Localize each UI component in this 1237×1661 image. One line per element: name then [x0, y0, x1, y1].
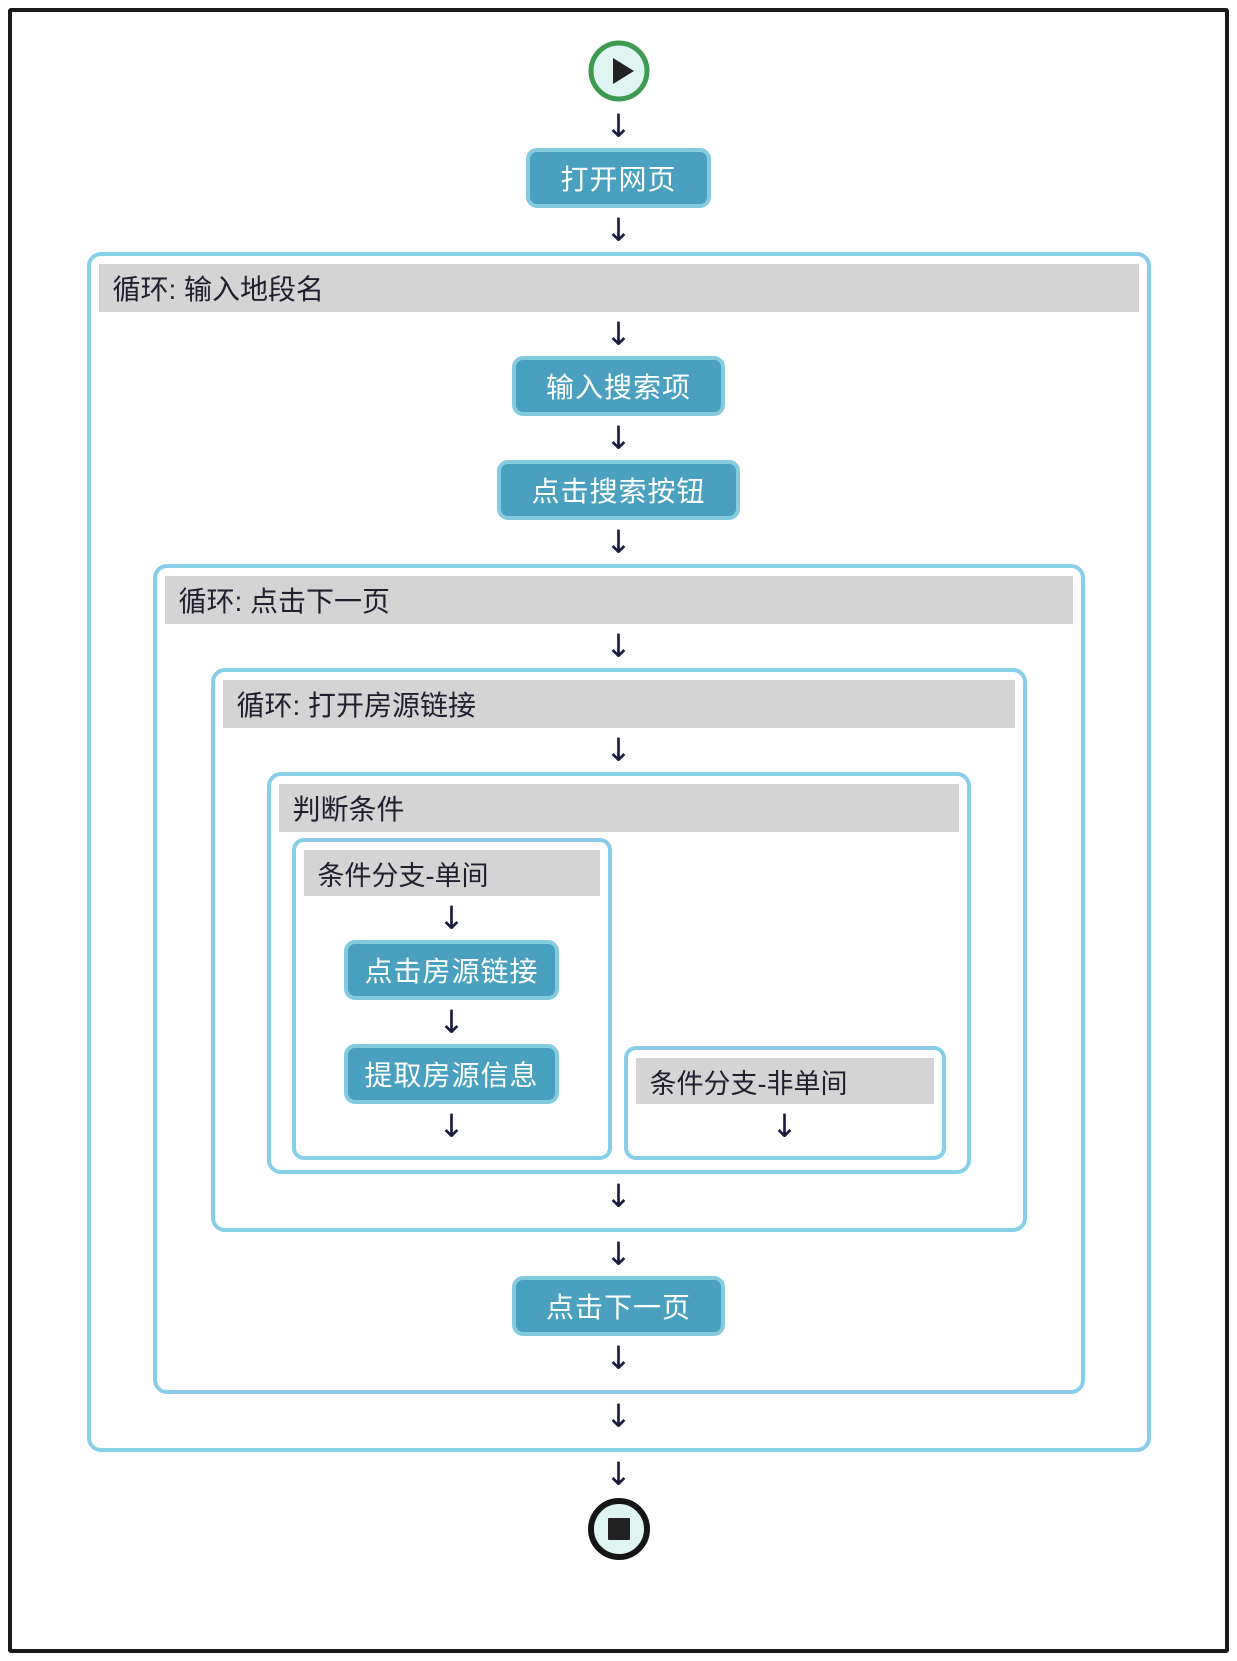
arrow-down-icon: ↓	[438, 1107, 465, 1145]
stop-icon	[587, 1498, 650, 1560]
loop-enter-district-header[interactable]: 循环: 输入地段名	[98, 264, 1139, 312]
step-click-listing-link[interactable]: 点击房源链接	[344, 940, 559, 1000]
loop-click-next-page-container: 循环: 点击下一页 ↓ 循环: 打开房源链接 ↓ 判断条件 条件分支-单间	[152, 564, 1085, 1394]
arrow-down-icon: ↓	[771, 1107, 798, 1145]
branch-non-single-room-header[interactable]: 条件分支-非单间	[635, 1058, 934, 1104]
condition-container: 判断条件 条件分支-单间 ↓ 点击房源链接 ↓ 提取房源信息 ↓	[266, 772, 971, 1174]
branch-single-room-header[interactable]: 条件分支-单间	[303, 850, 600, 896]
start-node[interactable]	[586, 38, 652, 104]
step-open-webpage[interactable]: 打开网页	[526, 148, 711, 208]
arrow-down-icon: ↓	[605, 1339, 632, 1377]
loop-open-listing-links-container: 循环: 打开房源链接 ↓ 判断条件 条件分支-单间 ↓ 点击房源链接 ↓	[210, 668, 1027, 1232]
arrow-down-icon: ↓	[605, 1455, 632, 1493]
arrow-down-icon: ↓	[605, 211, 632, 249]
branch-non-single-room-container: 条件分支-非单间 ↓	[623, 1046, 946, 1160]
arrow-down-icon: ↓	[438, 1003, 465, 1041]
step-enter-search-term[interactable]: 输入搜索项	[511, 356, 725, 416]
condition-header[interactable]: 判断条件	[278, 784, 959, 832]
step-click-search-button[interactable]: 点击搜索按钮	[497, 460, 740, 520]
end-node[interactable]	[586, 1496, 652, 1562]
arrow-down-icon: ↓	[605, 731, 632, 769]
arrow-down-icon: ↓	[605, 107, 632, 145]
loop-open-listing-links-header[interactable]: 循环: 打开房源链接	[222, 680, 1015, 728]
workflow-canvas-frame: ↓ 打开网页 ↓ 循环: 输入地段名 ↓ 输入搜索项 ↓ 点击搜索按钮 ↓ 循环…	[8, 8, 1229, 1653]
arrow-down-icon: ↓	[438, 899, 465, 937]
arrow-down-icon: ↓	[605, 1235, 632, 1273]
loop-click-next-page-header[interactable]: 循环: 点击下一页	[164, 576, 1073, 624]
arrow-down-icon: ↓	[605, 1177, 632, 1215]
arrow-down-icon: ↓	[605, 627, 632, 665]
step-click-next-page[interactable]: 点击下一页	[511, 1276, 725, 1336]
step-extract-listing-info[interactable]: 提取房源信息	[344, 1044, 559, 1104]
arrow-down-icon: ↓	[605, 315, 632, 353]
arrow-down-icon: ↓	[605, 523, 632, 561]
workflow-flowchart: ↓ 打开网页 ↓ 循环: 输入地段名 ↓ 输入搜索项 ↓ 点击搜索按钮 ↓ 循环…	[12, 12, 1225, 1649]
loop-enter-district-container: 循环: 输入地段名 ↓ 输入搜索项 ↓ 点击搜索按钮 ↓ 循环: 点击下一页 ↓…	[86, 252, 1151, 1452]
branch-single-room-container: 条件分支-单间 ↓ 点击房源链接 ↓ 提取房源信息 ↓	[291, 838, 612, 1160]
play-icon	[588, 40, 649, 102]
arrow-down-icon: ↓	[605, 419, 632, 457]
arrow-down-icon: ↓	[605, 1397, 632, 1435]
condition-branches-row: 条件分支-单间 ↓ 点击房源链接 ↓ 提取房源信息 ↓ 条件分支-非单间	[291, 838, 946, 1160]
